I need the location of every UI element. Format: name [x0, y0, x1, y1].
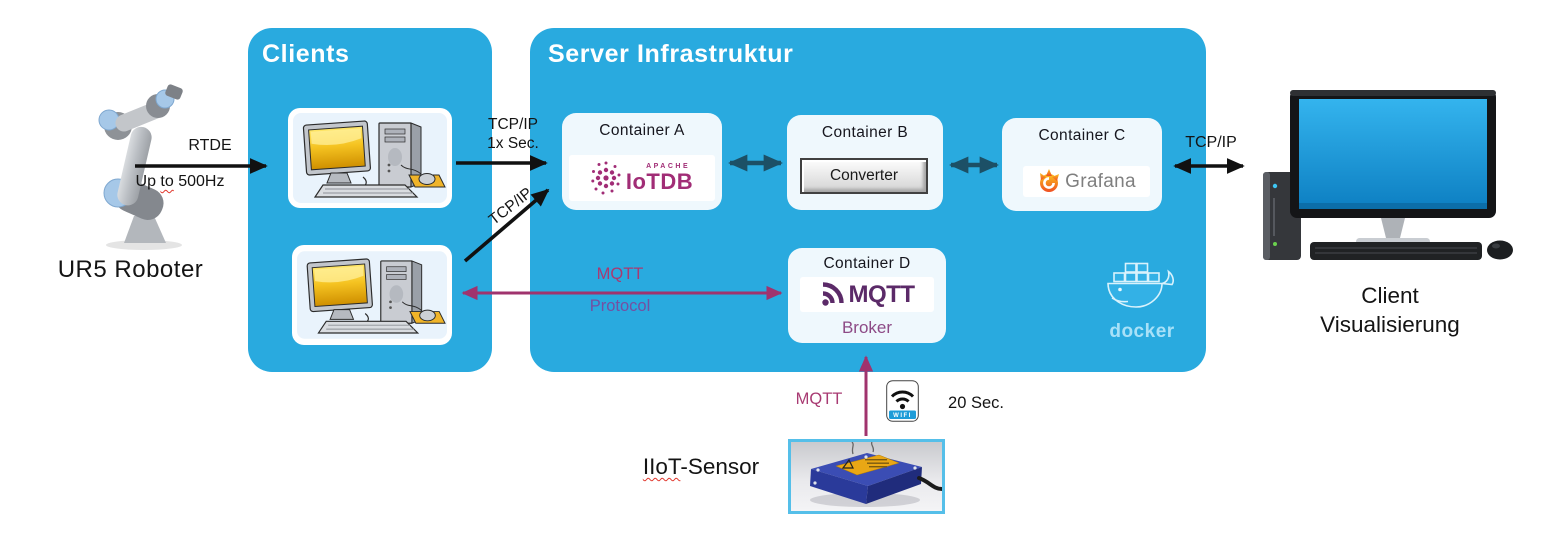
ur5-robot-label: UR5 Roboter	[57, 256, 204, 283]
grafana-wordmark: Grafana	[1065, 170, 1136, 192]
docker-whale-icon	[1107, 262, 1174, 308]
container-c-title: Container C	[1038, 127, 1126, 144]
ur5-robot-illustration	[98, 84, 183, 250]
docker-logo: docker	[1090, 256, 1194, 352]
apache-label: APACHE	[646, 163, 691, 170]
client-visualization-computer	[1263, 90, 1513, 260]
tcpip-1xsec-line2: 1x Sec.	[487, 135, 539, 152]
tcpip-1xsec-label: TCP/IP 1x Sec.	[464, 115, 562, 153]
server-box-title: Server Infrastruktur	[548, 40, 794, 68]
mqtt-signal-icon	[821, 282, 844, 306]
server-infrastructure-box: Server Infrastruktur Container A	[530, 28, 1206, 372]
wifi-text: WIFI	[893, 413, 912, 419]
mqtt-protocol-label-line1: MQTT	[596, 265, 644, 283]
speed-prefix: Up	[135, 173, 161, 190]
client-vis-line2: Visualisierung	[1320, 312, 1460, 337]
iotdb-logo: APACHE IoTDB	[569, 155, 715, 201]
tcpip-1xsec-line1: TCP/IP	[488, 116, 538, 133]
container-d: Container D MQTT Broker	[788, 248, 946, 343]
rtde-arrow-label: RTDE	[188, 137, 232, 154]
grafana-logo: Grafana	[1023, 166, 1150, 197]
desktop-pc-icon	[293, 113, 447, 203]
iotdb-dots-icon	[591, 161, 621, 195]
container-c: Container C Grafana	[1002, 118, 1162, 211]
desktop-pc-icon	[297, 250, 447, 340]
mqtt-sensor-label: MQTT	[795, 390, 843, 408]
sensor-interval-label: 20 Sec.	[948, 394, 1004, 412]
clients-box-title: Clients	[262, 40, 350, 68]
grafana-flame-icon	[1040, 169, 1060, 192]
container-a-title: Container A	[599, 122, 685, 139]
clients-box: Clients	[248, 28, 492, 372]
client-computer-1	[288, 108, 452, 208]
container-b-title: Container B	[821, 124, 909, 141]
broker-label: Broker	[841, 318, 893, 337]
iiot-sensor-photo	[788, 439, 945, 514]
container-b: Container B Converter	[787, 115, 943, 210]
mqtt-logo: MQTT	[800, 277, 934, 312]
client-visualization-label: Client Visualisierung	[1298, 281, 1482, 339]
sensor-word-spellcheck: IIoT	[642, 454, 681, 479]
container-a: Container A APACHE I	[562, 113, 722, 210]
wifi-icon: WIFI	[886, 380, 919, 422]
docker-wordmark: docker	[1109, 321, 1175, 342]
speed-word-spellcheck: to	[160, 173, 174, 190]
iotdb-wordmark: IoTDB	[625, 169, 694, 194]
mqtt-protocol-label-line2: Protocol	[589, 297, 651, 315]
converter-button: Converter	[800, 158, 928, 194]
client-computer-2	[292, 245, 452, 345]
client-vis-line1: Client	[1361, 283, 1419, 308]
tcpip-right-label: TCP/IP	[1185, 134, 1237, 151]
sensor-box-illustration	[810, 441, 944, 507]
sensor-label-suffix: -Sensor	[680, 454, 760, 479]
container-d-title: Container D	[823, 255, 911, 272]
rtde-speed-label: Up to 500Hz	[106, 173, 254, 191]
mqtt-wordmark: MQTT	[848, 280, 915, 308]
speed-suffix: 500Hz	[173, 173, 225, 190]
iiot-sensor-label: IIoT-Sensor	[609, 454, 793, 480]
